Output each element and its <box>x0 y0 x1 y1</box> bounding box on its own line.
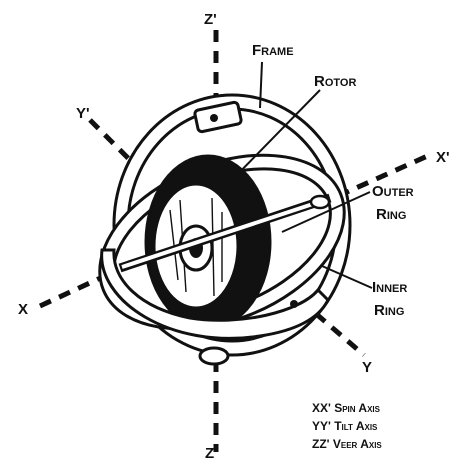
rotor-leader <box>227 89 321 185</box>
x-left-label: X <box>18 301 28 318</box>
z-bottom-label: Z <box>205 445 214 462</box>
inner-ring-pivot <box>290 300 298 308</box>
part-labels: Frame Rotor Outer Ring Inner Ring <box>252 42 414 319</box>
y-top-label: Y' <box>76 105 90 122</box>
x-right-label: X' <box>436 149 450 166</box>
y-axis-bottom <box>298 298 366 357</box>
y-bottom-label: Y <box>362 359 372 376</box>
inner-ring-label-line1: Inner <box>372 279 407 296</box>
legend-tilt-axis: YY' Tilt Axis <box>312 419 378 433</box>
frame-clamp-bar <box>193 100 243 134</box>
rotor-label: Rotor <box>314 73 356 90</box>
axle-end-right <box>309 194 331 210</box>
frame-base-pivot <box>198 346 230 366</box>
frame-clamp-screw <box>210 114 218 122</box>
frame-leader <box>259 61 263 109</box>
leader-lines <box>227 61 373 289</box>
z-top-label: Z' <box>204 11 217 28</box>
legend-veer-axis: ZZ' Veer Axis <box>312 437 382 451</box>
x-axis-right <box>336 151 434 199</box>
frame-clamp <box>193 100 243 134</box>
axis-legend: XX' Spin Axis YY' Tilt Axis ZZ' Veer Axi… <box>312 401 382 451</box>
axis-labels: Z' Z Y' Y X X' <box>18 11 450 462</box>
inner-ring <box>100 248 330 340</box>
outer-ring-leader <box>281 191 371 233</box>
inner-ring-leader <box>321 265 373 289</box>
outer-ring-label-line1: Outer <box>372 183 414 200</box>
inner-ring-label-line2: Ring <box>374 302 404 319</box>
frame-label: Frame <box>252 42 294 59</box>
legend-spin-axis: XX' Spin Axis <box>312 401 381 415</box>
gyroscope <box>98 93 352 366</box>
outer-ring-label-line2: Ring <box>376 206 406 223</box>
spin-axle-highlight <box>121 197 329 269</box>
x-axis-left <box>38 265 124 309</box>
